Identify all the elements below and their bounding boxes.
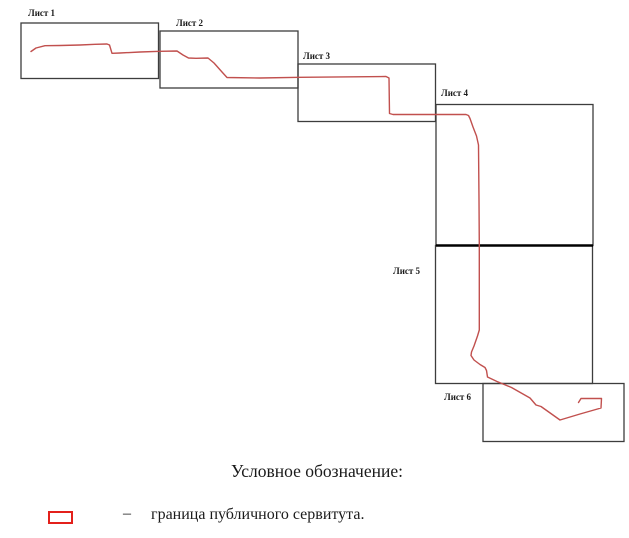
sheet-label-3: Лист 3 xyxy=(303,51,331,61)
sheet-label-1: Лист 1 xyxy=(28,8,56,18)
sheet-rect-2 xyxy=(159,30,299,89)
servitude-boundary-swatch xyxy=(48,511,73,524)
sheet-rect-3 xyxy=(297,63,437,123)
sheet-rect-6 xyxy=(482,382,625,443)
sheet-rect-4 xyxy=(435,103,594,247)
servitude-boundary-line xyxy=(30,43,603,421)
sheet-rect-1 xyxy=(20,22,160,80)
sheet-label-6: Лист 6 xyxy=(444,392,472,402)
legend-title: Условное обозначение: xyxy=(231,461,403,481)
sheet-rect-5 xyxy=(434,244,594,385)
sheet-label-4: Лист 4 xyxy=(441,88,469,98)
sheet-label-5: Лист 5 xyxy=(393,266,421,276)
legend-item-label: граница публичного сервитута. xyxy=(151,506,365,523)
legend-separator: – xyxy=(123,505,131,522)
sheet-label-2: Лист 2 xyxy=(176,18,204,28)
